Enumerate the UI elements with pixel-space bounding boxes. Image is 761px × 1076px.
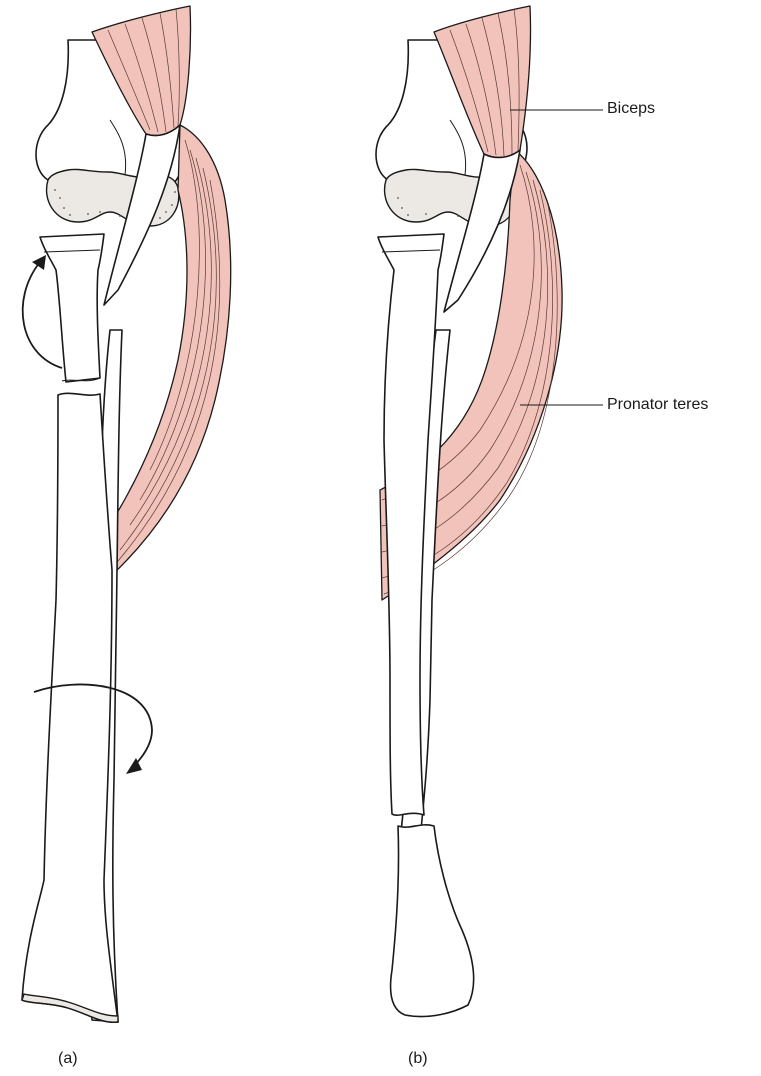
radius-proximal-fragment-a bbox=[40, 234, 104, 382]
radius-distal-shaft-a bbox=[22, 393, 118, 1022]
biceps-label: Biceps bbox=[607, 100, 655, 117]
ulna-distal-b bbox=[391, 825, 474, 1017]
panel-b: Biceps Pronator teres (b) bbox=[376, 6, 708, 1067]
panel-a: (a) bbox=[22, 6, 231, 1067]
pronator-teres-label: Pronator teres bbox=[607, 396, 708, 413]
panel-b-label: (b) bbox=[408, 1050, 428, 1067]
panel-a-label: (a) bbox=[58, 1050, 78, 1067]
